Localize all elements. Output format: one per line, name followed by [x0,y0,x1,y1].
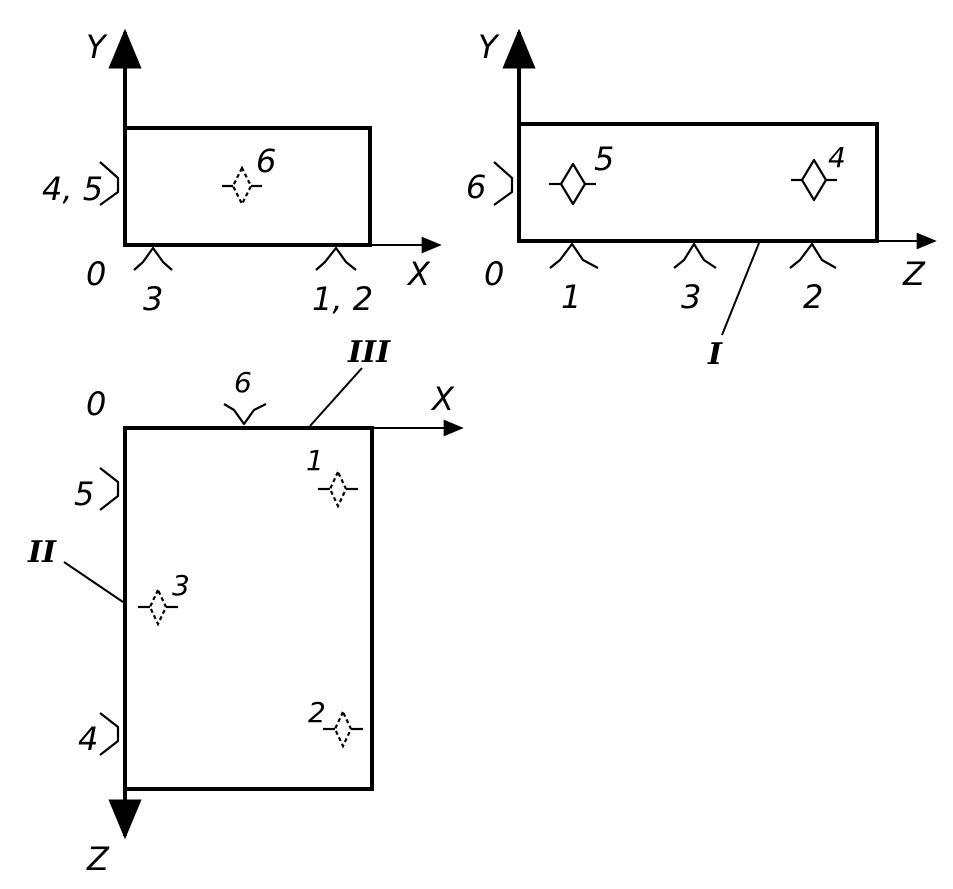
view-xz-inner-clamp-1-icon [318,469,358,509]
view-xz-inner-clamp-2-icon [323,709,363,749]
view-zy-base-label: I [707,337,723,372]
view-zy-origin-label: 0 [484,255,504,293]
view-xy-bottom-left-support-label: 3 [143,280,163,318]
view-xz-inner-clamp-2-label: 2 [308,696,326,729]
view-xz-top-base-leader [309,367,363,427]
view-xz-left-support-5-icon [99,467,120,511]
view-xz-inner-clamp-1-label: 1 [306,444,324,477]
view-zy-inner-left-label: 5 [594,140,614,178]
view-xy-origin-label: 0 [86,255,106,293]
view-xz-z-label: Z [86,840,110,878]
view-xz-left-support-4-label: 4 [78,720,98,758]
view-zy-bottom-support-3-icon [673,242,717,269]
view-xz-left-base-label: II [27,535,57,570]
view-xz-left-support-5-label: 5 [74,475,94,513]
view-zy-inner-left-diamond-icon [549,162,596,206]
view-xy: Y X 0 4, 5 6 3 1, 2 [42,28,442,318]
view-xz-x-label: X [430,380,455,418]
view-zy-bottom-support-1-label: 1 [561,278,581,316]
view-xy-bottom-left-support-icon [133,246,173,271]
view-zy-bottom-support-2-icon [789,242,837,269]
view-zy-bottom-support-2-label: 2 [803,278,823,316]
view-xy-part-outline [123,126,372,247]
view-zy-left-support-icon [493,161,514,206]
view-xy-left-support-icon [99,161,120,206]
view-zy-inner-right-diamond-icon [791,158,837,202]
view-xy-left-support-label: 4, 5 [42,170,103,208]
view-xy-center-clamp-icon [222,165,262,207]
view-xy-bottom-right-support-icon [315,246,357,271]
view-zy-left-support-label: 6 [466,168,486,206]
view-zy-part-outline [517,122,879,243]
view-zy: Y Z 0 6 5 4 1 3 2 I [466,28,937,372]
view-zy-inner-right-label: 4 [828,141,846,174]
view-xz-part-outline [123,426,374,791]
view-xz-inner-clamp-3-icon [138,587,178,627]
view-zy-bottom-support-3-label: 3 [681,278,701,316]
view-xz-left-base-leader [63,561,124,603]
view-xz-inner-clamp-3-label: 3 [172,569,190,602]
view-xy-bottom-right-support-label: 1, 2 [312,280,373,318]
view-zy-bottom-support-1-icon [549,242,599,269]
view-zy-y-label: Y [478,28,500,66]
view-xy-x-label: X [406,255,431,293]
view-xz-top-base-label: III [347,335,391,370]
view-xz-left-support-4-icon [99,712,120,756]
view-zy-base-leader [721,242,760,336]
view-xz: 0 X Z 6 III 5 4 II 1 3 [27,335,464,878]
view-xy-center-clamp-label: 6 [256,142,276,180]
view-xz-origin-label: 0 [86,385,106,423]
view-xz-top-support-icon [223,403,267,426]
view-xy-y-label: Y [86,28,108,66]
view-xz-top-support-label: 6 [234,366,252,399]
view-zy-z-label: Z [902,255,926,293]
